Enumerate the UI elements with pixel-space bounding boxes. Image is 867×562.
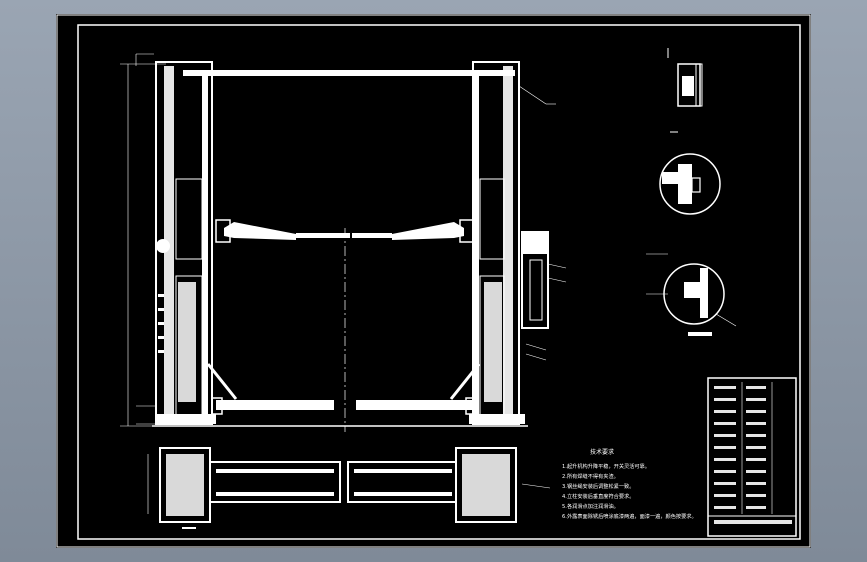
tech-requirement-3: 3.钢丝绳安装后调整松紧一致。 (562, 482, 634, 490)
detail-views (646, 48, 737, 336)
tech-requirement-1: 1.起升机构升降平稳，开关灵活可靠。 (562, 462, 650, 470)
outer-frame (56, 14, 811, 548)
drawing-sheet: 技术要求 1.起升机构升降平稳，开关灵活可靠。 2.所有焊缝不得有夹渣。 3.钢… (56, 14, 811, 548)
tech-requirements: 技术要求 1.起升机构升降平稳，开关灵活可靠。 2.所有焊缝不得有夹渣。 3.钢… (562, 448, 697, 520)
tech-requirements-title: 技术要求 (590, 448, 614, 456)
title-block (707, 377, 797, 537)
tech-requirement-5: 5.各润滑点加注润滑油。 (562, 502, 619, 510)
plan-view (147, 447, 551, 529)
tech-requirement-2: 2.所有焊缝不得有夹渣。 (562, 472, 619, 480)
inner-frame (77, 24, 801, 540)
tech-requirement-6: 6.外露表面除锈后喷涂底漆两遍，面漆一遍，颜色按要求。 (562, 512, 697, 520)
height-dimension (120, 53, 166, 427)
tech-requirement-4: 4.立柱安装后垂直度符合要求。 (562, 492, 634, 500)
part-leaders (136, 85, 567, 425)
front-view (152, 61, 549, 432)
lift-drawing-svg: 技术要求 1.起升机构升降平稳，开关灵活可靠。 2.所有焊缝不得有夹渣。 3.钢… (56, 14, 811, 548)
